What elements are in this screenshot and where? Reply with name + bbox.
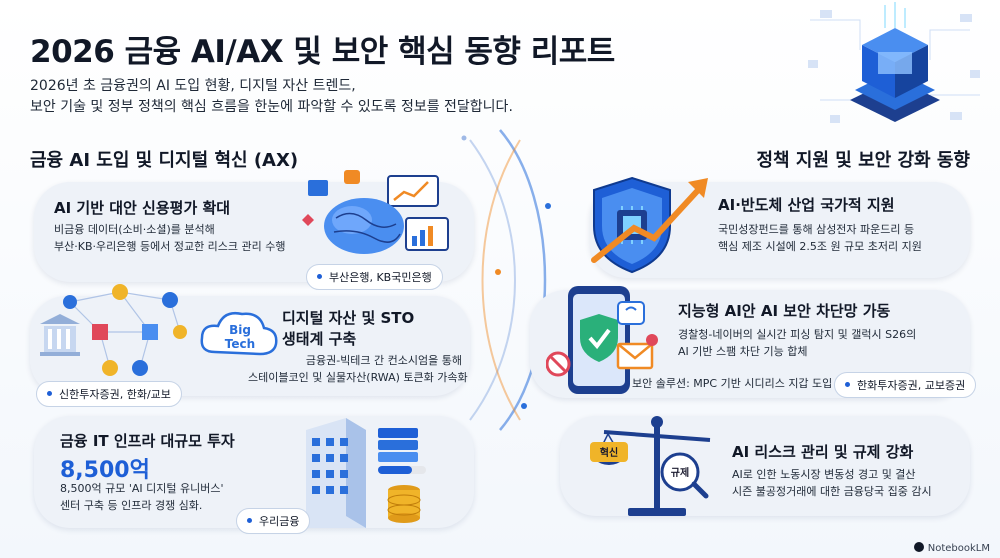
ai-brain-icon	[302, 170, 449, 254]
data-center-building-icon	[306, 418, 426, 528]
tag-ai-credit-scoring: 부산은행, KB국민은행	[306, 264, 443, 290]
subtitle-line-1: 2026년 초 금융권의 AI 도입 현황, 디지털 자산 트렌드,	[30, 78, 356, 94]
tag-it-infra-investment: 우리금융	[236, 508, 311, 534]
balance-scale-icon: 혁신 규제	[590, 416, 711, 516]
desc-line: AI로 인한 노동시장 변동성 경고 및 결산	[732, 468, 916, 481]
subtitle-line-2: 보안 기술 및 정부 정책의 핵심 흐름을 한눈에 파악할 수 있도록 정보를 …	[30, 99, 513, 115]
card-it-infra-investment-title: 금융 IT 인프라 대규모 투자	[60, 432, 235, 450]
card-digital-asset-sto-title-1: 디지털 자산 및 STO	[282, 309, 415, 327]
card-ai-risk-regulation-desc: AI로 인한 노동시장 변동성 경고 및 결산 시즌 불공정거래에 대한 금융당…	[732, 466, 932, 500]
card-national-support-title: AI·반도체 산업 국가적 지원	[718, 196, 895, 214]
phone-security-icon	[546, 286, 658, 394]
server-cube-illustration	[808, 2, 980, 123]
brand-name: NotebookLM	[927, 543, 990, 554]
card-ai-security-block-title: 지능형 AI안 AI 보안 차단망 가동	[678, 302, 891, 320]
desc-line: 경찰청-네이버의 실시간 피싱 탐지 및 갤럭시 S26의	[678, 328, 917, 341]
desc-line: 부산·KB·우리은행 등에서 정교한 리스크 관리 수행	[54, 240, 286, 253]
page-subtitle: 2026년 초 금융권의 AI 도입 현황, 디지털 자산 트렌드, 보안 기술…	[30, 76, 513, 118]
card-ai-credit-scoring-desc: 비금융 데이터(소비·소셜)를 분석해 부산·KB·우리은행 등에서 정교한 리…	[54, 221, 286, 255]
notebooklm-logo-icon	[913, 542, 924, 552]
investment-amount: 8,500억	[60, 458, 150, 483]
card-national-support-desc: 국민성장펀드를 통해 삼성전자 파운드리 등 핵심 제조 시설에 2.5조 원 …	[718, 221, 922, 255]
desc-line: 금융권-빅테크 간 컨소시엄을 통해	[305, 354, 462, 367]
right-column-title: 정책 지원 및 보안 강화 동향	[756, 150, 971, 171]
desc-line: 센터 구축 등 인프라 경쟁 심화.	[60, 499, 203, 512]
scale-label-regulation: 규제	[671, 466, 689, 479]
left-column-title: 금융 AI 도입 및 디지털 혁신 (AX)	[30, 150, 299, 171]
page-title: 2026 금융 AI/AX 및 보안 핵심 동향 리포트	[30, 34, 615, 70]
card-digital-asset-sto-desc: 금융권-빅테크 간 컨소시엄을 통해 스테이블코인 및 실물자산(RWA) 토큰…	[248, 352, 468, 386]
card-ai-credit-scoring-title: AI 기반 대안 신용평가 확대	[54, 199, 231, 217]
desc-line: 8,500억 규모 'AI 디지털 유니버스'	[60, 482, 224, 495]
tag-digital-asset-sto: 신한투자증권, 한화/교보	[36, 381, 182, 407]
desc-line: AI 기반 스팸 차단 기능 합체	[678, 345, 808, 358]
security-solution-note: 보안 솔루션: MPC 기반 시디리스 지갑 도입	[632, 377, 833, 390]
desc-line: 스테이블코인 및 실물자산(RWA) 토큰화 가속화	[248, 371, 468, 384]
blockchain-network-icon: Big Tech	[40, 284, 278, 376]
cloud-label-big: Big	[229, 323, 251, 337]
card-ai-risk-regulation-title: AI 리스크 관리 및 규제 강화	[732, 443, 914, 461]
shield-chip-arrow-icon	[591, 176, 708, 274]
desc-line: 핵심 제조 시설에 2.5조 원 규모 초저리 지원	[718, 240, 922, 253]
card-digital-asset-sto-title-2: 생태계 구축	[282, 330, 357, 348]
desc-line: 시즌 불공정거래에 대한 금융당국 집중 감시	[732, 485, 932, 498]
card-ai-security-block-desc: 경찰청-네이버의 실시간 피싱 탐지 및 갤럭시 S26의 AI 기반 스팸 차…	[678, 326, 916, 360]
brand-footer: NotebookLM	[913, 542, 990, 554]
tag-ai-security-block: 한화투자증권, 교보증권	[834, 372, 977, 398]
desc-line: 비금융 데이터(소비·소셜)를 분석해	[54, 223, 215, 236]
card-it-infra-investment-desc: 8,500억 규모 'AI 디지털 유니버스' 센터 구축 등 인프라 경쟁 심…	[60, 480, 224, 514]
scale-label-innovation: 혁신	[600, 446, 618, 459]
cloud-label-tech: Tech	[225, 337, 255, 351]
desc-line: 국민성장펀드를 통해 삼성전자 파운드리 등	[718, 223, 915, 236]
